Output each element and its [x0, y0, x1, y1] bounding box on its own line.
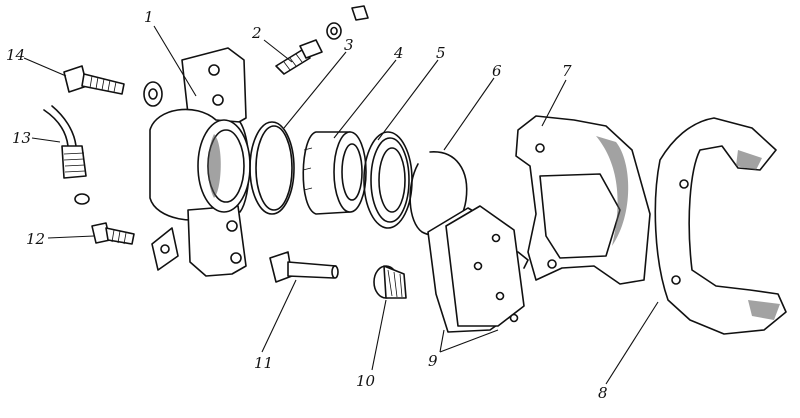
leader-10 [371, 299, 387, 371]
leader-13 [31, 137, 61, 143]
leader-9b [439, 329, 499, 353]
callout-4: 4 [393, 44, 404, 62]
leader-lines [23, 25, 659, 385]
leader-6 [443, 77, 495, 151]
washer [143, 81, 163, 107]
part-7-caliper-bracket [515, 115, 651, 285]
callout-7: 7 [562, 62, 572, 80]
callout-10: 10 [356, 372, 376, 390]
leader-14 [23, 57, 67, 77]
callout-6: 6 [492, 62, 502, 80]
callout-1: 1 [144, 8, 154, 26]
part-10-bushing [373, 265, 407, 299]
part-11-guide-pin [269, 251, 339, 283]
leader-5 [377, 59, 439, 141]
callout-12: 12 [26, 230, 45, 248]
part-2-bleeder-screw [275, 5, 369, 75]
part-8-anchor-plate [654, 117, 787, 335]
leader-7 [541, 79, 567, 127]
leader-11 [261, 279, 297, 353]
part-14-bolt [63, 65, 125, 95]
part-9-brake-pads [427, 205, 529, 333]
callout-11: 11 [254, 354, 273, 372]
part-12-bolt [91, 222, 135, 245]
part-4-piston [302, 131, 367, 215]
part-1-caliper-housing [149, 47, 251, 277]
callout-5: 5 [436, 44, 446, 62]
part-3-seal-ring [249, 121, 295, 215]
callout-13: 13 [12, 129, 31, 147]
part-5-dust-boot [363, 131, 413, 229]
callout-14: 14 [6, 46, 25, 64]
leader-3 [283, 51, 347, 129]
bleeder-plate [151, 227, 179, 271]
callout-8: 8 [598, 384, 608, 402]
leader-1 [153, 25, 197, 97]
part-13-hose-fitting [43, 105, 90, 205]
leader-9a [439, 329, 445, 353]
callout-2: 2 [251, 24, 262, 42]
leader-2 [263, 39, 293, 63]
callout-9: 9 [428, 352, 438, 370]
leader-4 [333, 59, 397, 139]
leader-8 [605, 301, 659, 385]
leader-12 [47, 235, 95, 239]
callout-labels: 1 2 3 4 5 6 7 8 9 10 11 12 13 14 [6, 8, 608, 402]
callout-3: 3 [344, 36, 354, 54]
